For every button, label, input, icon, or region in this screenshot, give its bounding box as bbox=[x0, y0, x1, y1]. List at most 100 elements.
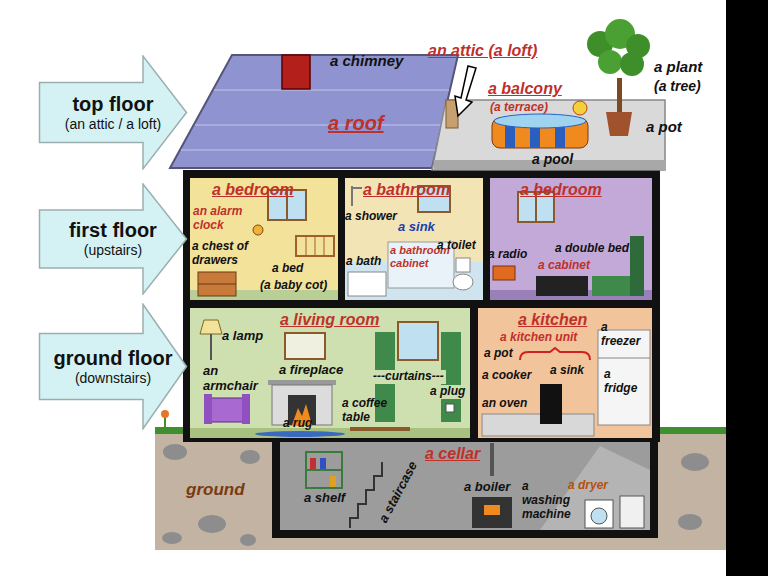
art-path bbox=[455, 66, 476, 116]
floor-name: top floor bbox=[72, 93, 153, 116]
art-rect bbox=[310, 458, 316, 469]
art-rect bbox=[345, 178, 483, 300]
item-label: a pot bbox=[646, 118, 682, 135]
art-line bbox=[306, 236, 307, 256]
art-ellipse bbox=[494, 114, 586, 128]
art-line bbox=[306, 469, 342, 471]
art-rect bbox=[242, 394, 250, 424]
item-label: a roof bbox=[328, 112, 384, 135]
item-label: (a baby cot) bbox=[260, 279, 327, 293]
art-rect bbox=[272, 436, 658, 538]
art-polygon bbox=[432, 100, 665, 170]
arrow-outline bbox=[40, 56, 187, 169]
art-rect bbox=[285, 333, 325, 359]
arrow-outline bbox=[40, 184, 187, 294]
art-polygon bbox=[606, 112, 632, 136]
art-line bbox=[181, 149, 436, 151]
art-rect bbox=[268, 380, 336, 385]
art-rect bbox=[505, 124, 515, 148]
room-heading: a bedroom bbox=[212, 180, 294, 199]
room-heading: a bedroom bbox=[520, 180, 602, 199]
art-rect bbox=[155, 432, 726, 550]
art-rect bbox=[350, 427, 410, 431]
floor-arrow: top floor(an attic / a loft) bbox=[38, 55, 188, 170]
art-line bbox=[195, 124, 441, 126]
art-ellipse bbox=[681, 453, 709, 471]
art-line bbox=[598, 358, 650, 359]
art-rect bbox=[478, 308, 652, 438]
item-label: a shelf bbox=[304, 491, 345, 506]
item-label: a radio bbox=[488, 248, 527, 262]
art-rect bbox=[726, 0, 768, 576]
item-label: a bed bbox=[272, 262, 303, 276]
item-label: a toilet bbox=[437, 239, 476, 253]
art-ellipse bbox=[162, 532, 182, 544]
item-label: a dryer bbox=[568, 479, 608, 493]
art-ellipse bbox=[163, 444, 187, 460]
item-label: a fireplace bbox=[279, 363, 343, 378]
art-path bbox=[520, 348, 590, 360]
art-rect bbox=[398, 322, 438, 360]
art-rect bbox=[630, 236, 644, 296]
item-label: a lamp bbox=[222, 329, 263, 344]
art-rect bbox=[204, 394, 212, 424]
art-rect bbox=[620, 496, 644, 528]
art-rect bbox=[280, 442, 650, 530]
item-label: a shower bbox=[345, 210, 397, 224]
art-rect bbox=[617, 78, 622, 114]
item-label: ---curtains--- bbox=[371, 370, 446, 384]
art-circle bbox=[598, 50, 622, 74]
art-line bbox=[214, 89, 449, 91]
item-label: a sink bbox=[550, 364, 584, 378]
floor-name: ground floor bbox=[54, 347, 173, 370]
art-ellipse bbox=[240, 450, 260, 464]
item-label: a cabinet bbox=[538, 259, 590, 273]
item-label: a chest of drawers bbox=[192, 240, 262, 268]
room-heading: a kitchen bbox=[518, 310, 587, 329]
art-circle bbox=[161, 410, 169, 418]
art-line bbox=[490, 443, 494, 476]
art-circle bbox=[620, 52, 644, 76]
art-line bbox=[198, 284, 236, 285]
item-label: an armchair bbox=[203, 364, 261, 394]
art-rect bbox=[296, 236, 334, 256]
item-label: (a terrace) bbox=[490, 101, 548, 115]
item-label: a coffee table bbox=[342, 397, 404, 425]
item-label: a fridge bbox=[604, 368, 644, 396]
art-line bbox=[315, 236, 316, 256]
floor-name: first floor bbox=[69, 219, 157, 242]
art-rect bbox=[585, 500, 613, 528]
art-rect bbox=[348, 272, 386, 296]
room-heading: a bathroom bbox=[363, 180, 450, 199]
item-label: a plug bbox=[428, 385, 467, 399]
room-heading: a living room bbox=[280, 310, 380, 329]
item-label: an oven bbox=[482, 397, 527, 411]
item-label: a double bed bbox=[555, 242, 629, 256]
art-circle bbox=[573, 101, 587, 115]
item-label: a cooker bbox=[482, 369, 531, 383]
item-label: an alarm clock bbox=[193, 205, 251, 233]
room-box: a bedroom bbox=[490, 178, 652, 300]
floor-note: (upstairs) bbox=[84, 242, 142, 259]
art-rect bbox=[208, 398, 246, 422]
art-line bbox=[324, 236, 325, 256]
art-rect bbox=[484, 505, 500, 515]
art-ellipse bbox=[198, 515, 226, 533]
art-rect bbox=[282, 55, 310, 89]
item-label: a boiler bbox=[462, 480, 512, 495]
art-rect bbox=[198, 272, 236, 296]
art-ellipse bbox=[255, 431, 345, 437]
art-line bbox=[352, 187, 362, 189]
floor-note: (downstairs) bbox=[75, 370, 151, 387]
floor-arrow: first floor(upstairs) bbox=[38, 183, 188, 295]
item-label: a bath bbox=[346, 255, 381, 269]
item-label: a kitchen unit bbox=[500, 331, 577, 345]
art-rect bbox=[472, 497, 512, 528]
art-line bbox=[210, 334, 212, 360]
item-label: ground bbox=[186, 480, 245, 500]
art-polygon bbox=[170, 55, 458, 168]
art-circle bbox=[591, 508, 607, 524]
art-rect bbox=[490, 178, 652, 300]
art-rect bbox=[183, 170, 660, 442]
